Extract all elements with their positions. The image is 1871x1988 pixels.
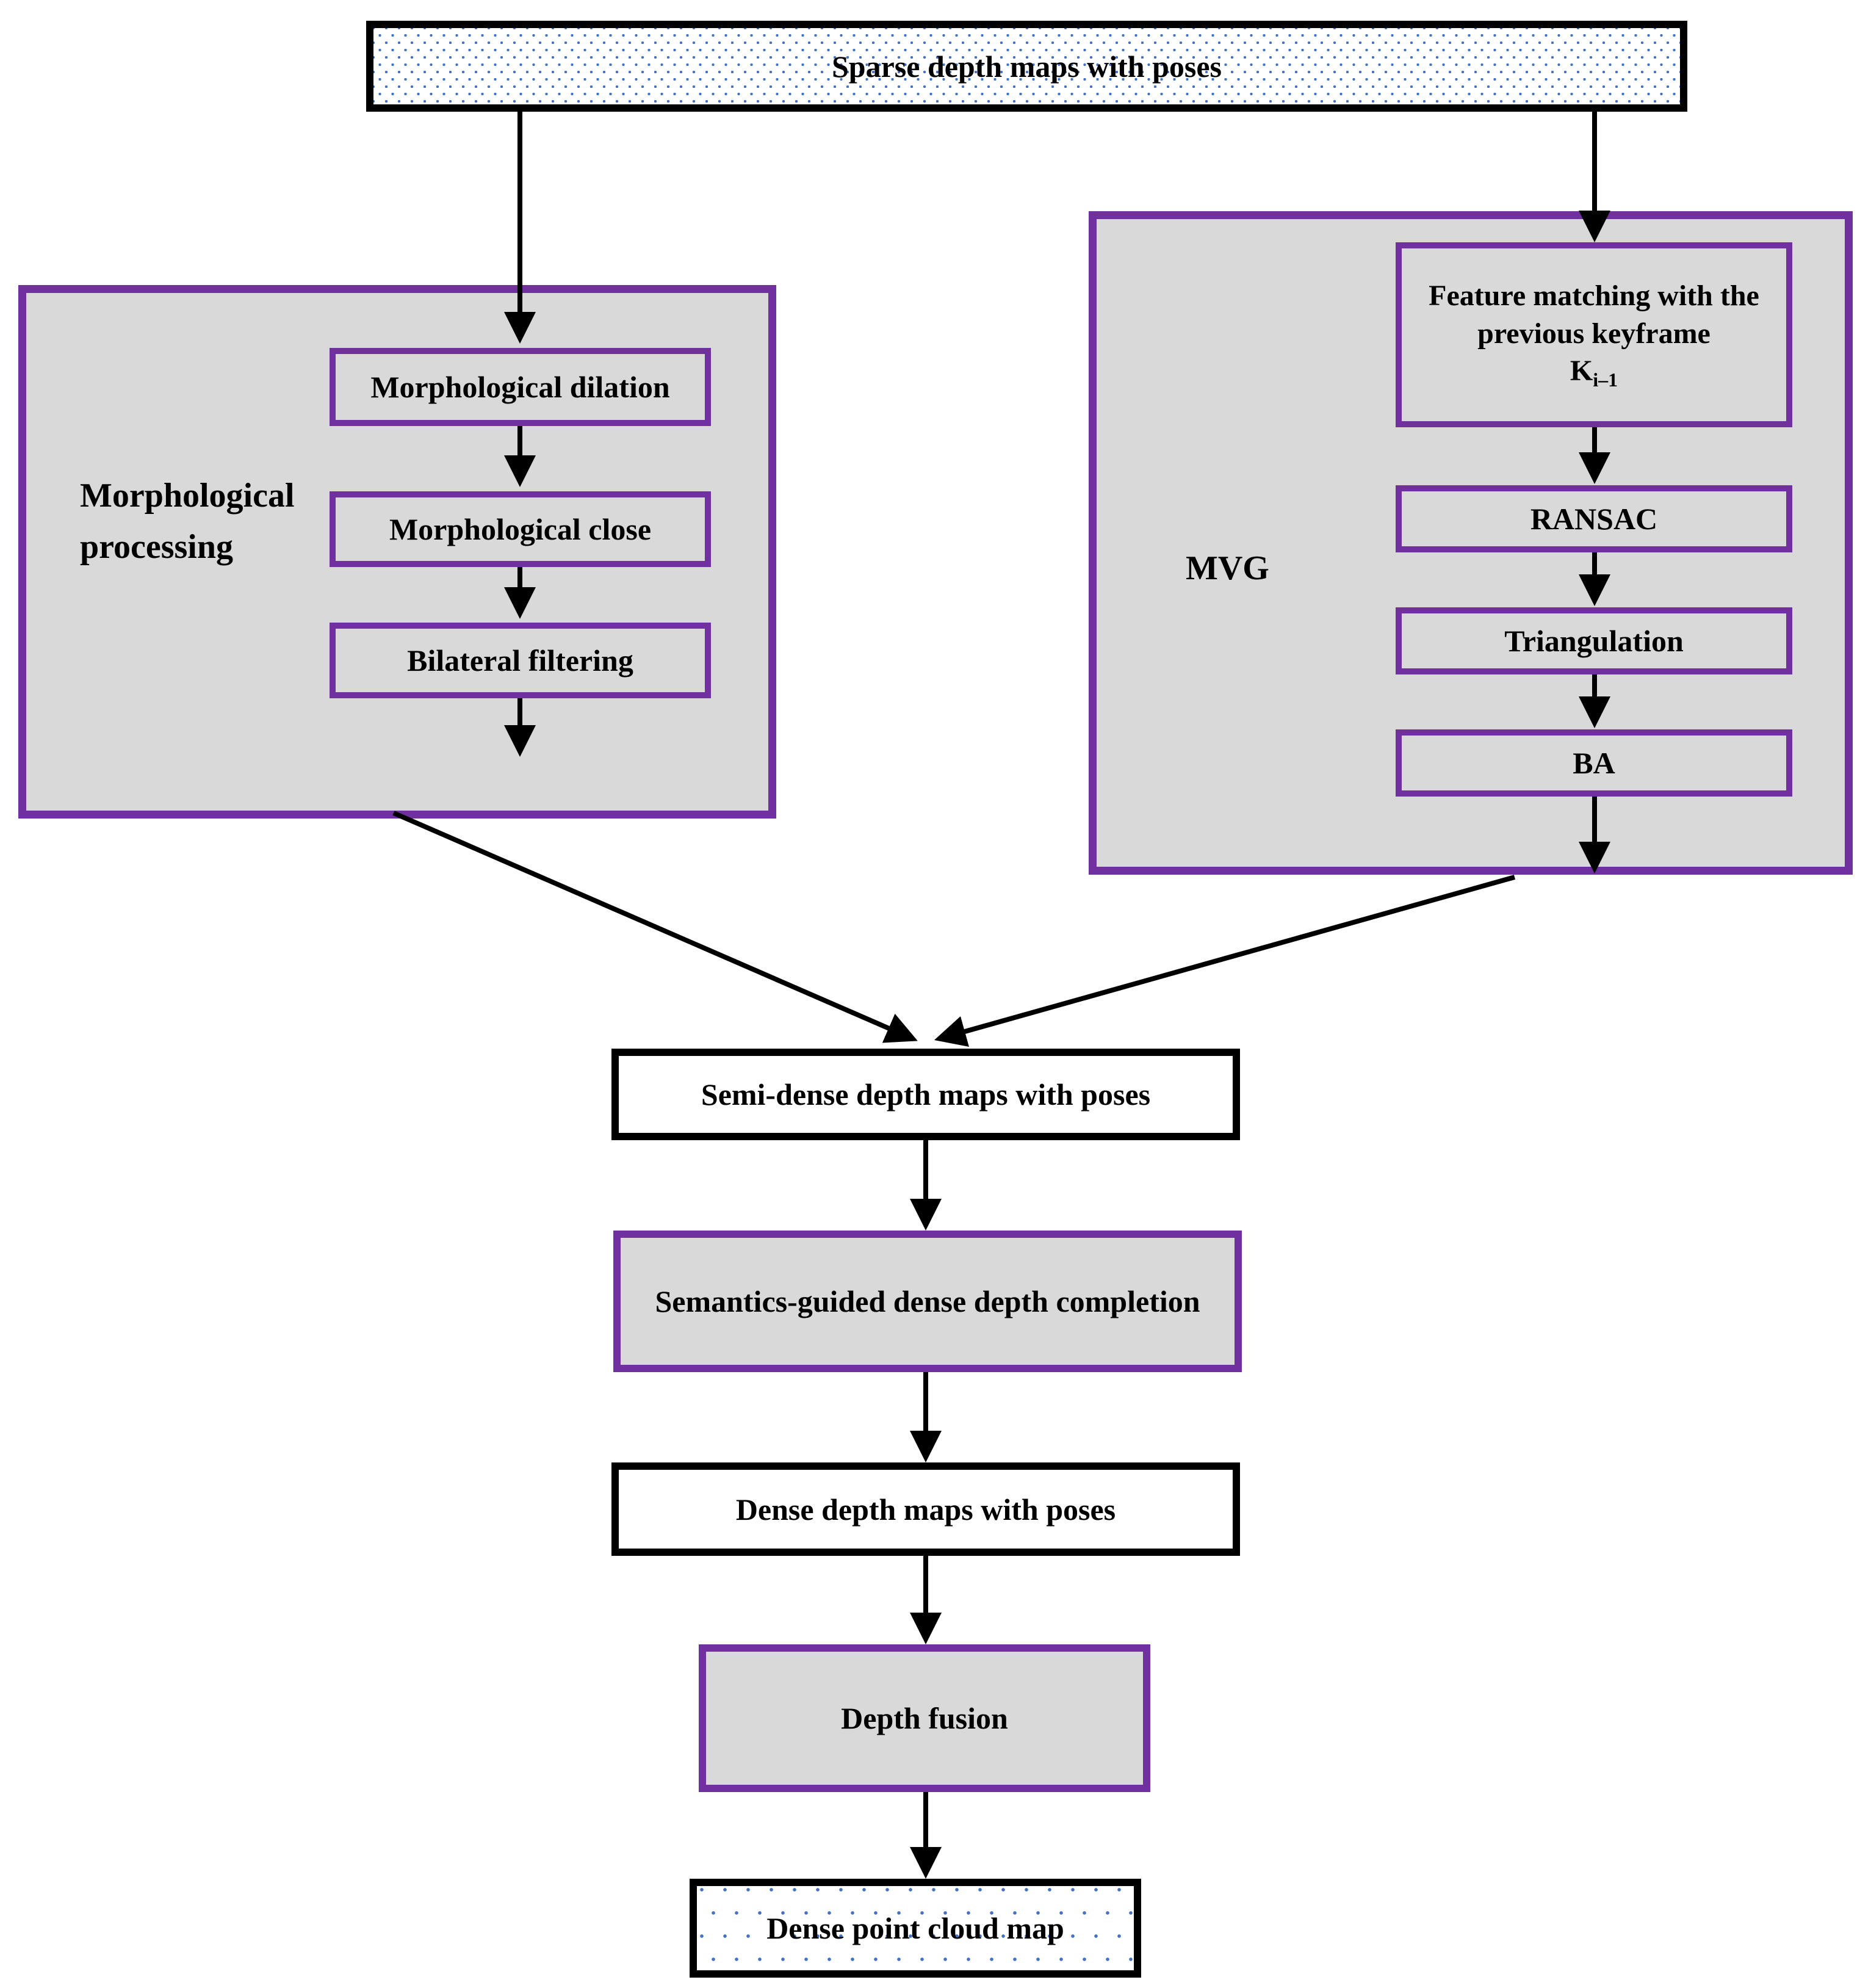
arrow-mvg-to-semidense	[934, 875, 1516, 1047]
node-dense-point-cloud-map-label: Dense point cloud map	[766, 1911, 1064, 1945]
node-morphological-dilation: Morphological dilation	[330, 348, 711, 426]
node-semi-dense-depth-maps-label: Semi-dense depth maps with poses	[701, 1077, 1151, 1111]
node-sparse-depth-maps: Sparse depth maps with poses	[366, 21, 1687, 112]
node-sparse-depth-maps-label: Sparse depth maps with poses	[831, 49, 1222, 84]
node-semantics-guided-completion: Semantics-guided dense depth completion	[613, 1231, 1242, 1372]
node-feature-matching: Feature matching with the previous keyfr…	[1396, 242, 1792, 427]
node-dense-depth-maps-label: Dense depth maps with poses	[735, 1492, 1116, 1527]
node-ransac-label: RANSAC	[1530, 502, 1658, 536]
node-ransac: RANSAC	[1396, 485, 1792, 552]
node-ba-label: BA	[1573, 746, 1615, 780]
node-feature-matching-label: Feature matching with the previous keyfr…	[1429, 280, 1759, 350]
arrow-morphological-to-semidense	[392, 811, 918, 1043]
node-depth-fusion: Depth fusion	[699, 1644, 1150, 1792]
node-semantics-guided-completion-label: Semantics-guided dense depth completion	[655, 1284, 1200, 1318]
node-triangulation-label: Triangulation	[1504, 624, 1684, 658]
node-dense-depth-maps: Dense depth maps with poses	[611, 1462, 1240, 1556]
node-morphological-dilation-label: Morphological dilation	[370, 370, 670, 404]
node-depth-fusion-label: Depth fusion	[841, 1701, 1008, 1735]
node-bilateral-filtering-label: Bilateral filtering	[407, 643, 633, 678]
node-morphological-close-label: Morphological close	[389, 512, 652, 546]
node-dense-point-cloud-map: Dense point cloud map	[690, 1879, 1141, 1978]
group-mvg-label: MVG	[1186, 549, 1269, 587]
group-morphological-processing-label: Morphological processing	[80, 477, 295, 566]
node-ba: BA	[1396, 729, 1792, 797]
keyframe-subscript: i–1	[1593, 368, 1618, 391]
node-semi-dense-depth-maps: Semi-dense depth maps with poses	[611, 1049, 1240, 1140]
node-morphological-close: Morphological close	[330, 491, 711, 567]
node-bilateral-filtering: Bilateral filtering	[330, 623, 711, 698]
node-triangulation: Triangulation	[1396, 607, 1792, 674]
node-feature-matching-symbol: Ki–1	[1570, 354, 1618, 391]
